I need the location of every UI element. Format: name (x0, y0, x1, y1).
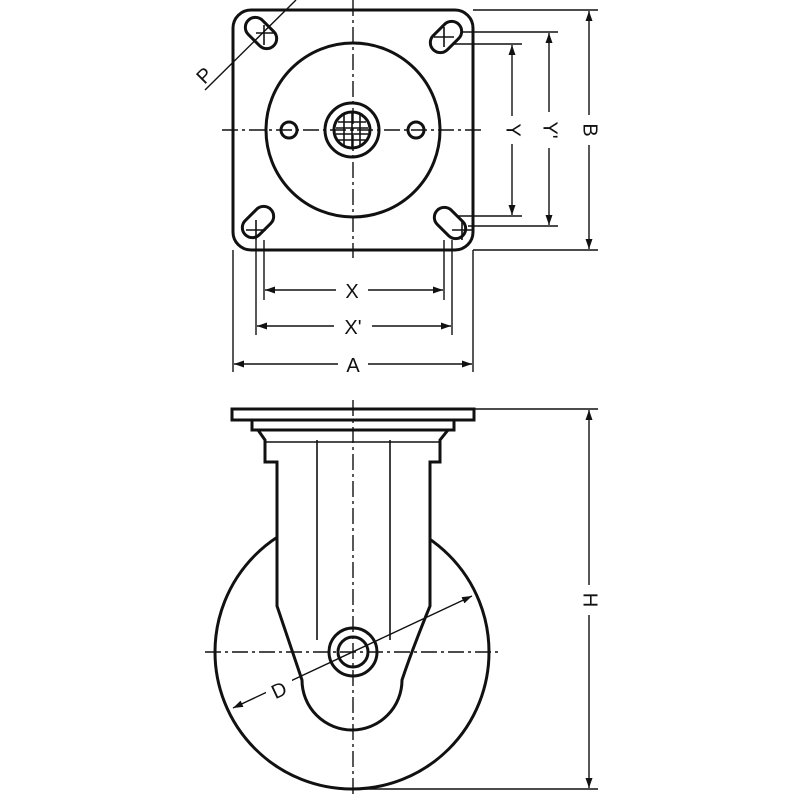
dim-p-leader (204, 0, 297, 91)
bolt-slot-top-right (428, 19, 464, 55)
bolt-slot-top-left (243, 15, 279, 51)
bolt-slot-bottom-right (432, 205, 468, 241)
slot-crosshairs (246, 25, 472, 240)
dim-y-text: Y (502, 123, 524, 136)
dim-x-prime-text: X' (344, 317, 361, 339)
dim-a-text: A (346, 355, 360, 377)
dim-h-text: H (579, 593, 601, 607)
dim-x-text: X (345, 281, 358, 303)
dim-p-label: P (193, 64, 218, 89)
side-view: D H (205, 400, 601, 798)
dim-y-prime-text: Y' (539, 121, 561, 138)
dim-b-text: B (579, 123, 601, 136)
bolt-slot-bottom-left (240, 204, 276, 240)
top-view: P X X' A Y Y' B (193, 0, 601, 377)
dim-p-text: P (193, 64, 218, 89)
